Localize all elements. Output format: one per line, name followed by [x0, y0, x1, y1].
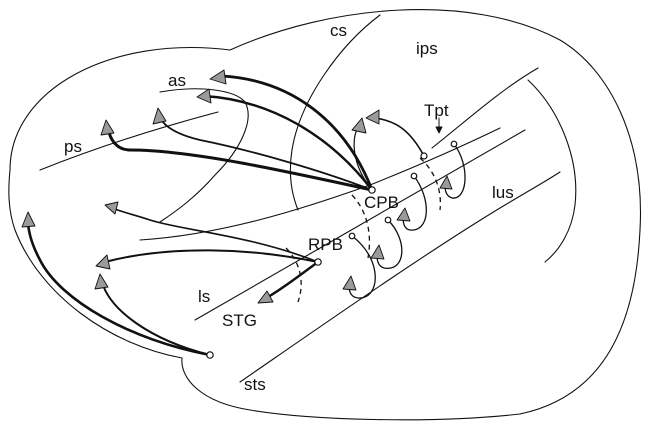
arrowhead [396, 207, 411, 222]
projection-rpb-to-stg [266, 260, 320, 299]
label-ls: ls [198, 287, 210, 306]
arrowhead [152, 107, 167, 125]
label-tpt: Tpt [424, 101, 449, 120]
arrowhead [104, 201, 119, 215]
arrowhead [100, 119, 115, 136]
lateral-sulcus-lower [194, 129, 526, 321]
label-cs: cs [330, 21, 347, 40]
projection-cpb-to-principal [106, 126, 374, 192]
projection-stg-to-frontal-pole [26, 218, 212, 357]
projection-rpb-to-orbital [111, 207, 319, 263]
label-stg: STG [222, 311, 257, 330]
belt-origin-marker [410, 172, 418, 180]
belt-origin-marker [384, 216, 392, 224]
arrowhead [365, 109, 380, 125]
arrowhead [209, 69, 227, 85]
arrowhead [351, 117, 367, 134]
label-lus: lus [492, 183, 514, 202]
arrowhead [370, 244, 385, 260]
lunate-sulcus [527, 79, 577, 263]
arrowhead [21, 211, 36, 228]
projection-cpb-to-frontal [159, 115, 373, 191]
stg-origin-marker [206, 351, 214, 359]
principal-sulcus [39, 111, 219, 171]
tpt-pointer-head [435, 126, 443, 134]
projection-rpb-to-ventral-frontal [104, 249, 319, 263]
arrowhead [94, 273, 109, 290]
rpb-origin-marker [314, 258, 322, 266]
label-ps: ps [64, 137, 82, 156]
projection-belt-loop [376, 219, 403, 269]
central-sulcus [289, 14, 381, 211]
projection-belt-loop [402, 175, 427, 231]
arcuate-sulcus [159, 88, 249, 223]
intraparietal-sulcus [431, 67, 539, 149]
label-rpb: RPB [308, 235, 343, 254]
superior-temporal-sulcus [239, 171, 561, 383]
arrowhead [439, 175, 453, 190]
projection-stg-to-orbitofrontal [101, 281, 211, 356]
label-as: as [168, 71, 186, 90]
label-ips: ips [416, 39, 438, 58]
brain-outline [8, 9, 642, 421]
label-cpb: CPB [364, 193, 399, 212]
projection-cpb-to-arcuate [220, 74, 374, 192]
arrowhead [342, 275, 357, 291]
projection-belt-to-parietal [373, 117, 425, 157]
label-sts: sts [244, 375, 266, 394]
cpb-origin-marker [368, 186, 376, 194]
arrowhead [196, 88, 212, 104]
projection-cpb-to-prearcuate [202, 94, 374, 192]
tpt-origin-marker [450, 140, 458, 148]
rpb-belt-origin-marker [348, 232, 356, 240]
parabelt-border-caudal [419, 157, 442, 211]
arrowhead [257, 290, 274, 304]
belt-origin-marker [420, 152, 428, 160]
arrowhead [95, 254, 111, 270]
